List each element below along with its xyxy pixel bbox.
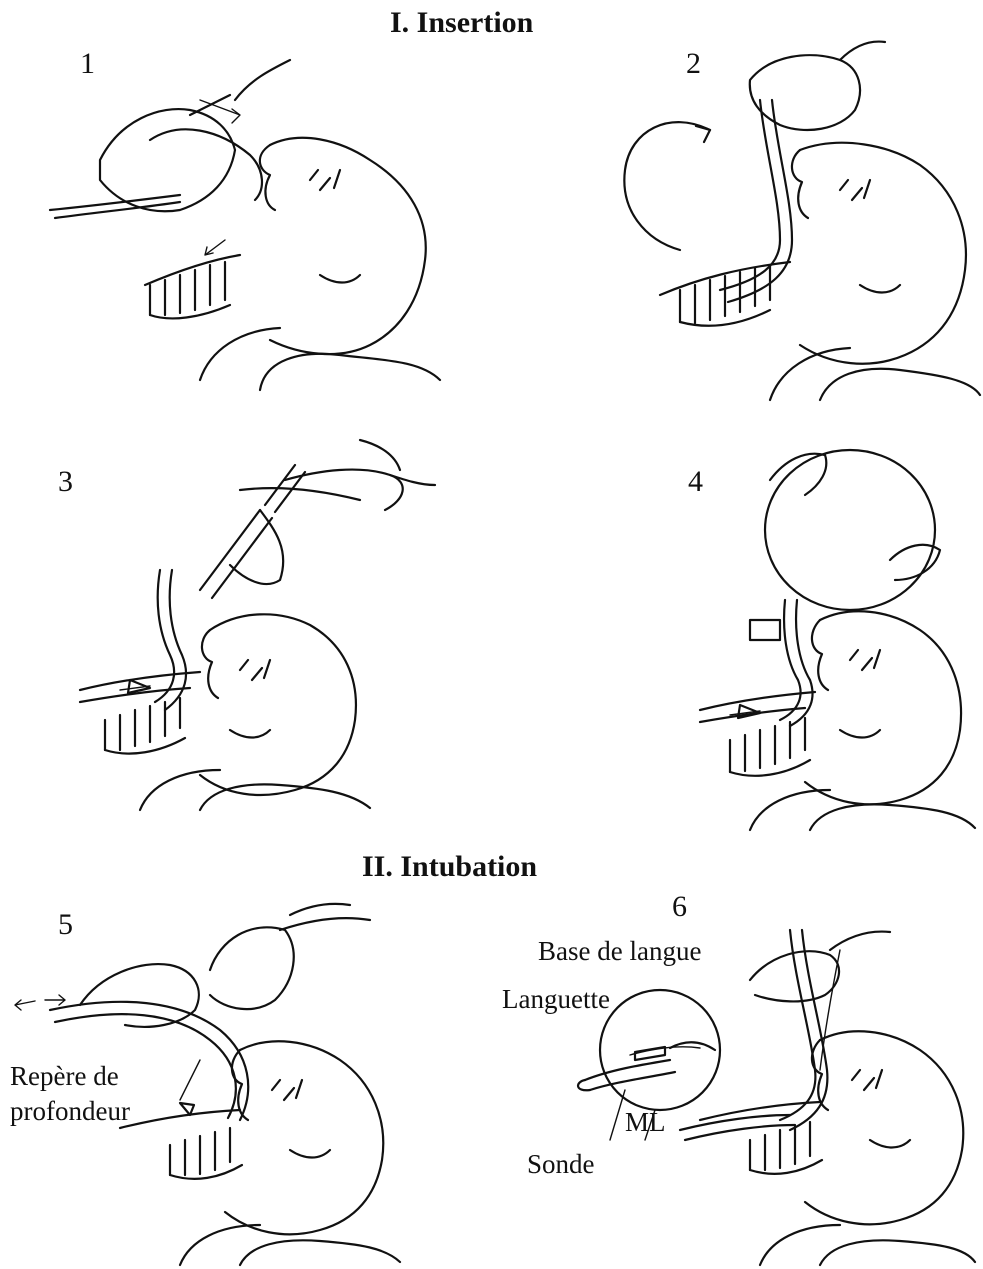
illustration-step-2: [600, 40, 980, 400]
section-title-insertion: I. Insertion: [390, 6, 533, 40]
label-depth-mark-2: profondeur: [10, 1097, 130, 1125]
label-tab: Languette: [502, 985, 610, 1013]
label-depth-mark: Repère de: [10, 1062, 119, 1090]
label-tongue-base: Base de langue: [538, 937, 701, 965]
label-probe: Sonde: [527, 1150, 595, 1178]
illustration-step-1: [40, 60, 460, 390]
label-ml: ML: [625, 1108, 666, 1136]
illustration-step-3: [60, 440, 440, 810]
illustration-step-4: [690, 440, 980, 830]
section-title-intubation: II. Intubation: [362, 850, 537, 884]
